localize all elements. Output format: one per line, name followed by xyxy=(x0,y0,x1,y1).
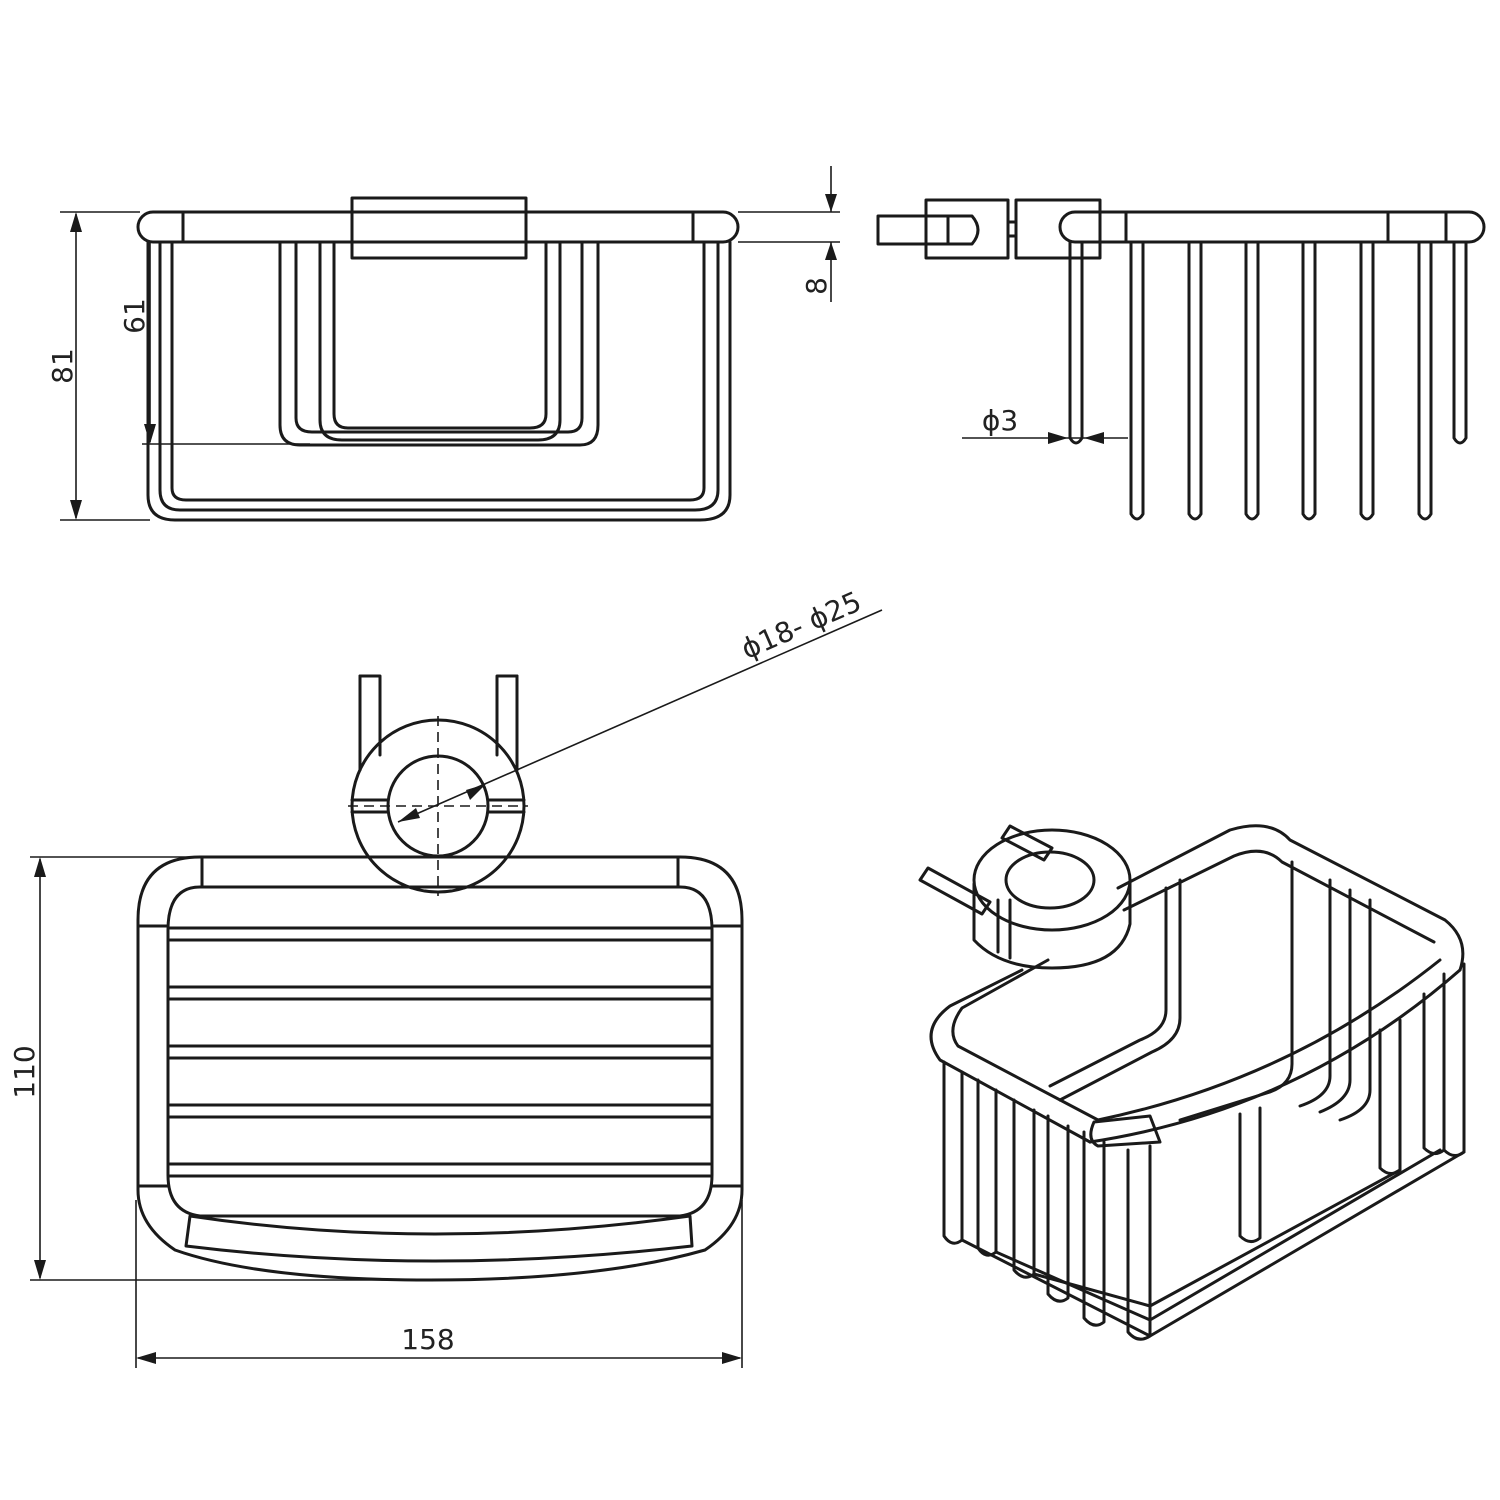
side-clamp-block xyxy=(924,198,1010,260)
front-clamp-plate xyxy=(350,196,528,260)
iso-top-rim xyxy=(1116,824,1465,972)
iso-clamp-pin-front xyxy=(918,866,992,916)
top-view: ϕ18- ϕ25 110 158 xyxy=(8,585,883,1368)
side-clamp-tab xyxy=(876,214,950,246)
dim-depth: 110 xyxy=(8,1045,41,1098)
top-front-lip xyxy=(184,1214,694,1263)
dim-overall-height: 81 xyxy=(46,348,79,384)
top-slat xyxy=(168,926,712,942)
side-short-wire xyxy=(1068,240,1084,445)
iso-wire xyxy=(942,1060,964,1245)
isometric-view xyxy=(918,824,1466,1341)
iso-bottom-runner xyxy=(960,1150,1466,1338)
front-view: 81 61 8 xyxy=(46,166,840,522)
top-basket-outline xyxy=(136,855,744,1282)
dim-rail-thickness: 8 xyxy=(800,277,833,295)
dim-inner-height: 61 xyxy=(118,298,151,334)
side-long-wire xyxy=(1129,240,1145,521)
iso-clamp-pin-back xyxy=(1000,824,1054,862)
top-hook-left xyxy=(358,674,382,757)
front-top-rail xyxy=(136,210,740,244)
top-hook-right xyxy=(495,674,519,757)
side-top-rail xyxy=(1058,210,1486,244)
dim-width: 158 xyxy=(401,1323,454,1356)
side-view: ϕ3 xyxy=(876,198,1486,521)
iso-front-rim xyxy=(929,968,1092,1144)
front-inner-u-wire xyxy=(278,240,600,447)
front-outer-wire xyxy=(146,240,732,522)
dim-wire-diameter: ϕ3 xyxy=(982,404,1018,437)
